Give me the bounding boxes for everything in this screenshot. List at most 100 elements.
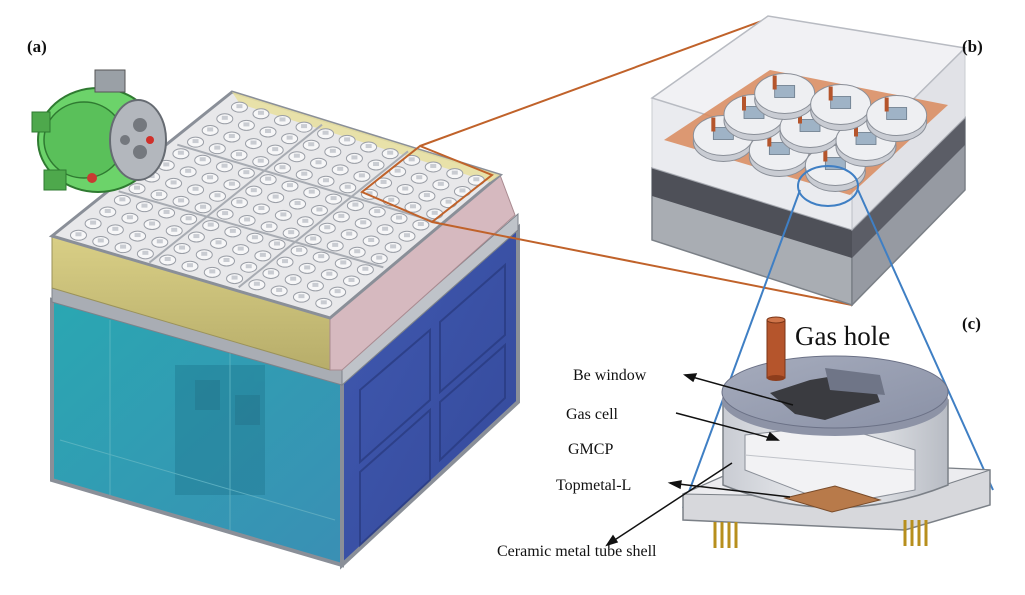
detector-cell-window [149,221,156,226]
detector-cell-window [322,178,329,183]
cell-cutaway-panel: Gas hole Be window Gas cell GMCP Topmeta… [497,314,991,560]
detector-cell-window [170,180,177,185]
detector-cell-window [267,270,274,275]
module-cell-gas-tube [823,147,828,162]
detector-cell-window [315,160,322,165]
detector-cell-window [348,277,355,282]
detector-cell-window [373,162,380,167]
detector-cell-window [312,282,319,287]
detector-cell-window [272,194,279,199]
detector-cell-window [354,249,361,254]
detector-cell-window [200,204,207,209]
detector-cell-window [459,188,466,193]
topmetal-label: Topmetal-L [556,477,631,494]
detector-cell-window [340,260,347,265]
module-cell-window [774,85,796,98]
detector-cell-window [286,135,293,140]
detector-cell-window [250,140,257,145]
panel-label-b: (b) [962,37,983,56]
detector-cell-window [396,215,403,220]
detector-cell-window [251,235,258,240]
detector-cell-window [338,213,345,218]
module-cell-gas-tube [854,122,858,137]
detector-cell-window [134,185,141,190]
detector-cell-window [142,250,149,255]
detector-cell-window [179,245,186,250]
zoom-lines-a-b [419,17,853,306]
detector-cell-window [97,238,104,243]
detector-cell-window [376,255,383,260]
detector-cell-window [409,204,416,209]
detector-cell-window [366,191,373,196]
module-cell-gas-tube [742,96,746,111]
detector-cell-window [290,276,297,281]
module-divider [148,123,323,264]
top-module-cells [69,101,485,309]
detector-cell-window [163,209,170,214]
detector-cell-window [417,222,424,227]
detector-cell-window [272,147,279,152]
detector-cell-window [229,228,236,233]
detector-cell-window [358,173,365,178]
detector-cell-window [186,263,193,268]
detector-cell-window [243,122,250,127]
detector-cell-window [207,175,214,180]
detector-cell-window [171,227,178,232]
gas-cell-label: Gas cell [566,406,619,423]
detector-cell-window [177,150,184,155]
detector-cell-window [274,241,281,246]
detector-cell-window [437,181,444,186]
detector-cell-window [244,217,251,222]
detector-cell-window [253,281,260,286]
detector-cell-window [214,193,221,198]
detector-cell-window [362,266,369,271]
module-cells [692,73,928,192]
detector-cell-window [316,207,323,212]
detector-cell-window [352,202,359,207]
module-dark-band-side [852,118,965,258]
detector-cell-window [112,226,119,231]
detector-cell-window [390,244,397,249]
detector-cell-window [201,251,208,256]
be-window-notch [825,368,885,395]
detector-cell-window [276,287,283,292]
detector-cell-window [310,236,317,241]
detector-cell-window [308,189,315,194]
detector-cell-window [344,137,351,142]
detector-cell-window [236,104,243,109]
detector-cell-window [344,184,351,189]
detector-cell-window [265,129,272,134]
ceramic-shell-label: Ceramic metal tube shell [497,543,657,560]
detector-cell-window [301,124,308,129]
module-dark-band-front [652,168,852,258]
detector-cell-window [243,170,250,175]
zoom-source-cell [797,165,859,207]
module-zoom-panel: (b) [650,15,983,307]
detector-cell-window [329,148,336,153]
detector-cell-window [75,232,82,237]
detector-cell-window [236,152,243,157]
detector-cell-window [178,198,185,203]
detector-cell-window [318,254,325,259]
gas-hole-tube [766,319,786,379]
detector-cell-window [257,110,264,115]
detector-cell-window [294,201,301,206]
detector-cell-window [402,186,409,191]
detector-cell-window [141,203,148,208]
detector-cell-window [215,240,222,245]
detector-cell-window [380,179,387,184]
detector-cell-window [308,142,315,147]
detector-cell-window [228,134,235,139]
detector-cell-window [228,181,235,186]
detector-cell-window [120,244,127,249]
detector-cell-window [126,215,133,220]
detector-cell-window [394,168,401,173]
detector-cell-window [388,197,395,202]
detector-cell-window [207,127,214,132]
detector-cell-window [221,163,228,168]
detector-cell-window [346,231,353,236]
zoom-lines-b-c [682,189,994,509]
topmetal-chip [783,485,882,513]
detector-cell-window [214,145,221,150]
